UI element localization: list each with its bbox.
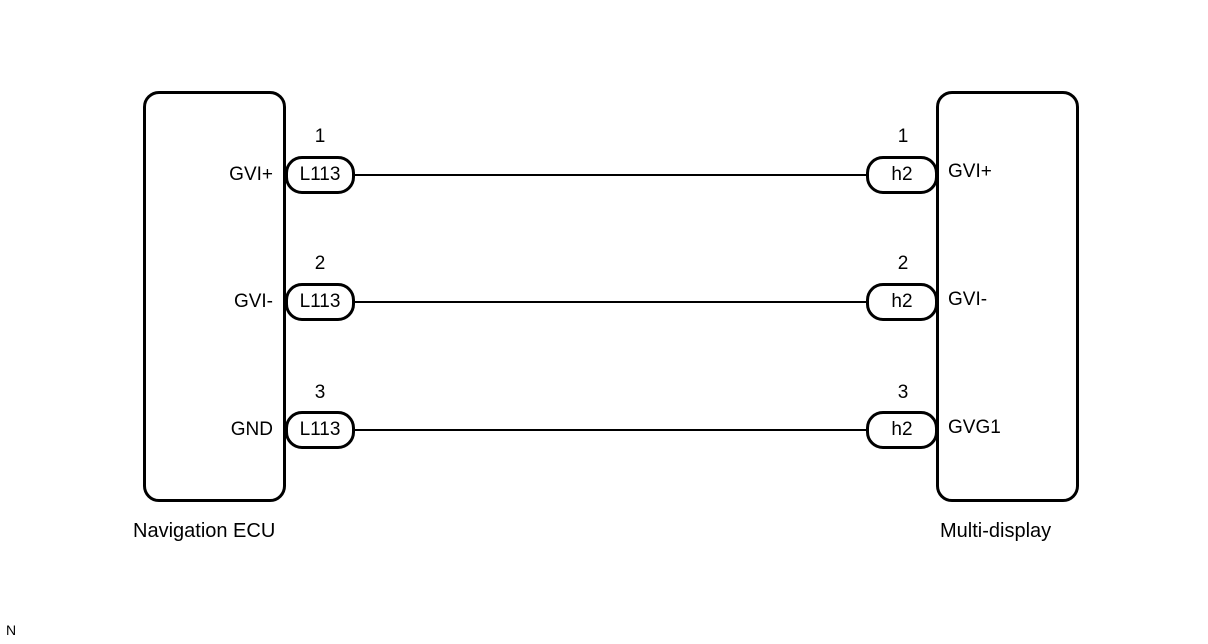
left-pin-number-1: 1 [314,126,326,147]
wire-1 [350,174,872,176]
right-connector-2: h2 [866,283,938,321]
left-pin-number-2: 2 [314,253,326,274]
right-connector-1: h2 [866,156,938,194]
wire-2 [350,301,872,303]
right-terminal-1: GVI+ [948,161,992,182]
multi-display-label: Multi-display [940,520,1052,542]
right-pin-number-1: 1 [897,126,909,147]
left-terminal-2: GVI- [233,291,273,312]
figure-code: N [6,622,17,638]
left-terminal-1: GVI+ [229,164,273,185]
left-connector-2: L113 [285,283,355,321]
right-pin-number-3: 3 [897,382,909,403]
wire-3 [350,429,872,431]
left-connector-1: L113 [285,156,355,194]
right-terminal-3: GVG1 [948,417,1001,438]
right-terminal-2: GVI- [948,289,988,310]
left-connector-3: L113 [285,411,355,449]
right-pin-number-2: 2 [897,253,909,274]
left-terminal-3: GND [230,419,273,440]
navigation-ecu-label: Navigation ECU [133,520,276,542]
right-connector-3: h2 [866,411,938,449]
left-pin-number-3: 3 [314,382,326,403]
navigation-ecu-box [143,91,286,502]
